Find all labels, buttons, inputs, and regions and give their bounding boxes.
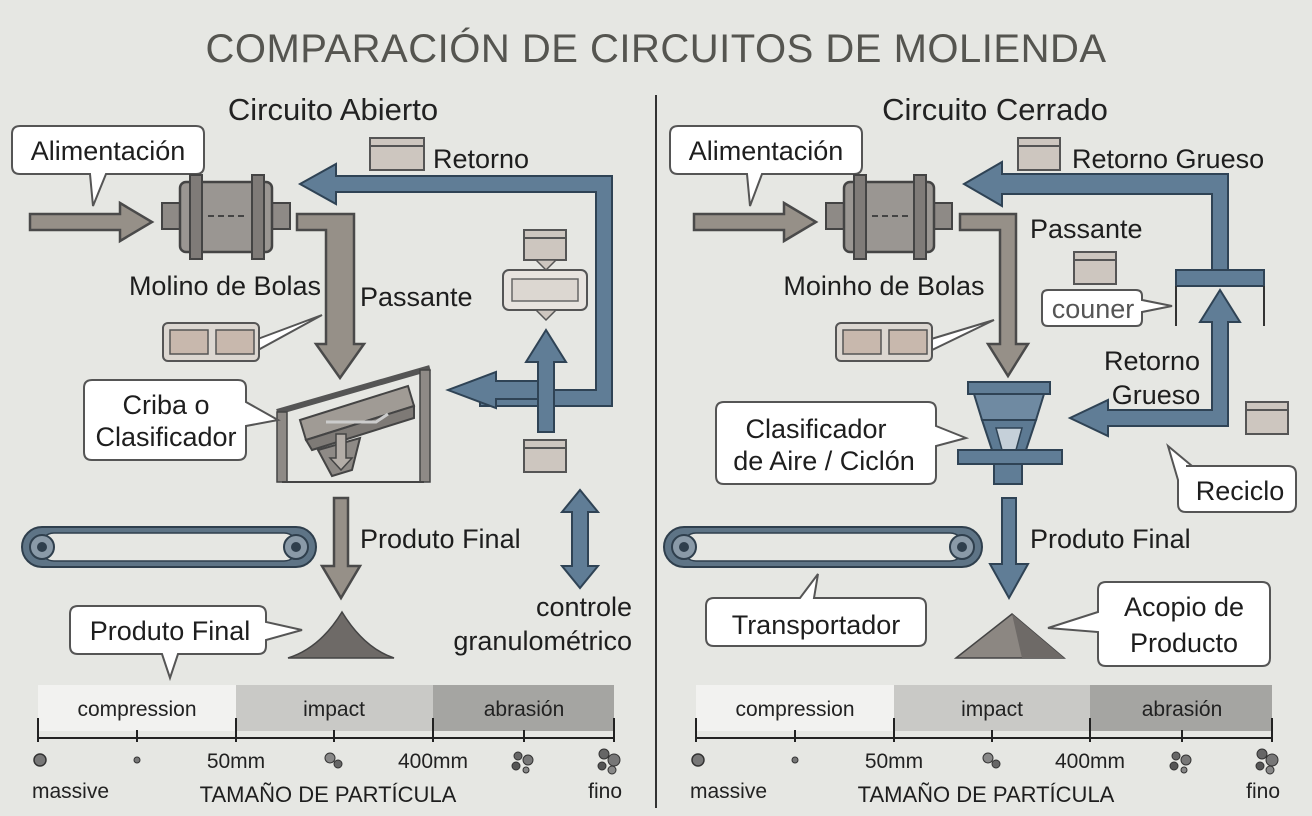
left-mill-label: Molino de Bolas	[129, 271, 321, 301]
left-product-pile	[287, 610, 395, 659]
left-particle-fine-icon	[597, 748, 621, 775]
left-screen-label-1: Criba o	[122, 390, 209, 420]
right-stockpile-label-1: Acopio de	[1124, 592, 1244, 622]
right-return-icon	[1017, 137, 1061, 171]
right-counter-label: couner	[1052, 294, 1135, 324]
left-double-box-icon	[162, 314, 323, 362]
right-recycle-label: Reciclo	[1196, 476, 1285, 506]
left-band-compression: compression	[77, 698, 196, 721]
right-particle-scale: compression impact abrasión 50mm 400mm	[690, 685, 1280, 807]
right-classifier-label-2: de Aire / Ciclón	[733, 446, 915, 476]
right-particle-massive-icon	[691, 753, 705, 767]
right-conveyor	[663, 526, 983, 568]
right-heading: Circuito Cerrado	[882, 92, 1108, 127]
right-classifier-bubble: Clasificador de Aire / Ciclón	[715, 401, 970, 485]
left-particle-cluster-icon	[511, 751, 534, 774]
left-return-arrow	[297, 162, 613, 407]
left-end-fine: fino	[588, 780, 622, 803]
right-return-mid-label-1: Retorno	[1104, 346, 1200, 376]
right-band-compression: compression	[735, 698, 854, 721]
left-feed-label: Alimentación	[31, 136, 186, 166]
right-conveyor-bubble: Transportador	[705, 573, 927, 647]
left-vertical-up-arrow	[524, 328, 568, 433]
left-final-product-arrow	[319, 496, 363, 601]
left-control-label-2: granulométrico	[453, 626, 632, 656]
right-particle-cluster-icon	[1169, 751, 1192, 774]
right-end-massive: massive	[690, 780, 767, 803]
right-mill-label: Moinho de Bolas	[783, 271, 984, 301]
right-classifier-label-1: Clasificador	[745, 414, 886, 444]
left-ball-mill	[161, 174, 291, 260]
left-feed-arrow	[28, 200, 155, 244]
right-band-abrasion: abrasión	[1142, 698, 1223, 721]
diagram-title: COMPARACIÓN DE CIRCUITOS DE MOLIENDA	[205, 26, 1106, 71]
left-conveyor	[21, 526, 317, 568]
right-cyclone-classifier	[957, 381, 1063, 485]
right-feed-bubble: Alimentación	[669, 125, 863, 207]
right-double-box-icon	[835, 319, 995, 362]
right-passing-label: Passante	[1030, 214, 1143, 244]
left-final-product-bubble-label: Produto Final	[90, 616, 251, 646]
right-side-icon	[1245, 401, 1289, 435]
left-screen-bubble: Criba o Clasificador	[83, 379, 281, 461]
right-feed-arrow	[692, 200, 819, 244]
left-control-label-1: controle	[536, 592, 632, 622]
left-end-massive: massive	[32, 780, 109, 803]
left-tick-400mm: 400mm	[398, 750, 468, 773]
right-particle-pair-icon	[982, 752, 1001, 769]
left-heading: Circuito Abierto	[228, 92, 438, 127]
right-counter-icon	[1073, 251, 1117, 285]
left-axis-label: TAMAÑO DE PARTÍCULA	[200, 782, 457, 807]
right-end-fine: fino	[1246, 780, 1280, 803]
left-return-icon	[369, 137, 425, 171]
left-band-abrasion: abrasión	[484, 698, 565, 721]
left-control-stack	[502, 229, 588, 473]
left-particle-scale: compression impact abrasión 50mm 400mm	[32, 685, 622, 807]
right-splitter	[1175, 269, 1265, 326]
right-stockpile-bubble: Acopio de Producto	[1047, 581, 1271, 667]
right-tick-50mm: 50mm	[865, 750, 923, 773]
right-recycle-bubble: Reciclo	[1166, 443, 1297, 513]
right-stockpile-label-2: Producto	[1130, 628, 1238, 658]
right-return-top-label: Retorno Grueso	[1072, 144, 1264, 174]
right-return-mid-label-2: Grueso	[1112, 380, 1201, 410]
right-ball-mill	[825, 174, 953, 260]
right-passing-arrow	[958, 212, 1031, 379]
right-counter-bubble: couner	[1041, 289, 1173, 327]
right-feed-label: Alimentación	[689, 136, 844, 166]
right-tick-400mm: 400mm	[1055, 750, 1125, 773]
left-particle-massive-icon	[33, 753, 47, 767]
left-screen-label-2: Clasificador	[95, 422, 236, 452]
right-particle-fine-icon	[1255, 748, 1279, 775]
left-return-label: Retorno	[433, 144, 529, 174]
left-feed-bubble: Alimentación	[11, 125, 205, 207]
left-control-double-arrow	[559, 488, 601, 590]
left-particle-pair-icon	[324, 752, 343, 769]
left-tick-50mm: 50mm	[207, 750, 265, 773]
right-return-top-arrow	[962, 160, 1229, 271]
left-band-impact: impact	[303, 698, 365, 721]
left-passing-label: Passante	[360, 282, 473, 312]
left-passing-arrow	[295, 212, 367, 381]
right-final-product-arrow	[988, 497, 1030, 601]
left-final-product-bubble: Produto Final	[69, 605, 303, 682]
right-final-product-label: Produto Final	[1030, 524, 1191, 554]
right-band-impact: impact	[961, 698, 1023, 721]
left-final-product-label: Produto Final	[360, 524, 521, 554]
right-recycle-arrow	[1067, 288, 1242, 438]
right-axis-label: TAMAÑO DE PARTÍCULA	[858, 782, 1115, 807]
right-conveyor-label: Transportador	[732, 610, 901, 640]
right-particle-small-icon	[791, 756, 799, 764]
left-particle-small-icon	[133, 756, 141, 764]
left-screen-classifier	[276, 365, 431, 483]
